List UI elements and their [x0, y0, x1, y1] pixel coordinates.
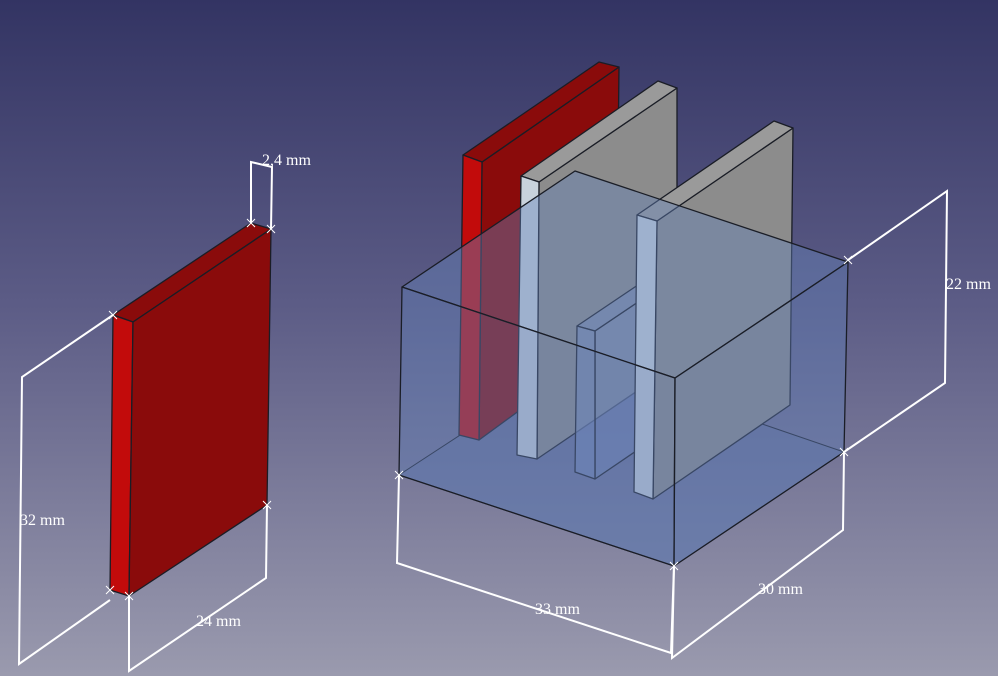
dimension-label: 2,4 mm	[262, 152, 311, 169]
dimension-plate-thickness[interactable]: 2,4 mm	[250, 152, 311, 230]
transparent-box[interactable]	[398, 170, 849, 567]
dimension-label: 22 mm	[946, 276, 991, 293]
vertex-markers	[105, 218, 853, 601]
dimension-label: 33 mm	[535, 601, 580, 618]
dimension-box-height[interactable]: 22 mm	[843, 189, 991, 453]
dimension-plate-height[interactable]: 32 mm	[17, 314, 114, 666]
dimension-plate-width[interactable]: 24 mm	[128, 504, 268, 673]
gray-plate-2[interactable]	[633, 120, 794, 500]
dimension-label: 32 mm	[20, 512, 65, 529]
red-plate-standalone[interactable]	[109, 222, 272, 597]
plate-front-face	[128, 228, 272, 597]
dimension-label: 30 mm	[758, 581, 803, 598]
dimension-box-depth[interactable]: 30 mm	[670, 451, 845, 661]
dimension-label: 24 mm	[196, 613, 241, 630]
